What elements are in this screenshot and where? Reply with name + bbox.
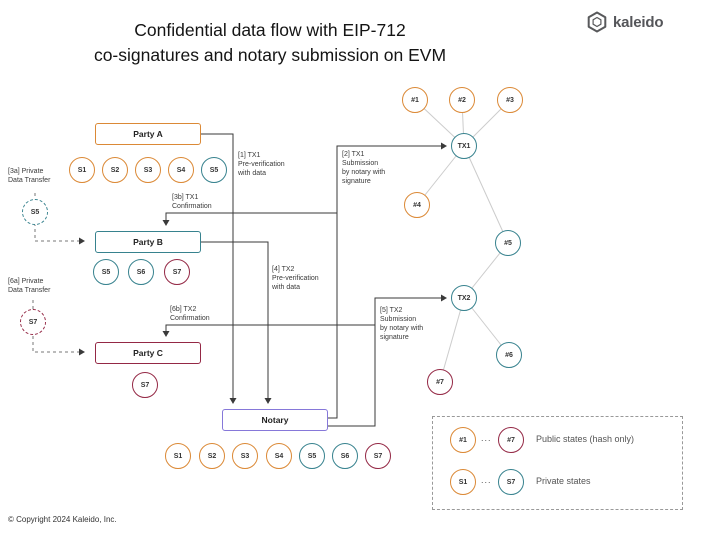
tx1-node: TX1 — [451, 133, 477, 159]
public-state-3: #3 — [497, 87, 523, 113]
party-a-state-s2: S2 — [102, 157, 128, 183]
flow-label-5: [5] TX2 Submission by notary with signat… — [380, 307, 424, 341]
notary-state-s7: S7 — [365, 443, 391, 469]
flow-arrows — [162, 133, 447, 427]
flow-label-1: [1] TX1 Pre-verification with data — [238, 152, 285, 177]
party-a-state-s1: S1 — [69, 157, 95, 183]
party-b-box: Party B — [95, 231, 201, 253]
notary-state-s4: S4 — [266, 443, 292, 469]
legend-public-label: Public states (hash only) — [536, 434, 635, 444]
notary-state-s3: S3 — [232, 443, 258, 469]
private-transfer-arrows — [32, 193, 85, 356]
legend-public-dots: ... — [481, 433, 492, 443]
transfer-label-3a: [3a] Private Data Transfer — [8, 168, 51, 184]
legend-private-dots: ... — [481, 475, 492, 485]
public-state-2: #2 — [449, 87, 475, 113]
party-c-label: Party C — [133, 348, 163, 358]
notary-label: Notary — [261, 415, 289, 425]
notary-state-s6: S6 — [332, 443, 358, 469]
public-state-7: #7 — [427, 369, 453, 395]
kaleido-wordmark: kaleido — [613, 13, 664, 31]
party-a-label: Party A — [133, 129, 163, 139]
notary-state-s5: S5 — [299, 443, 325, 469]
legend-private-last-circle: S7 — [498, 469, 524, 495]
legend-public-first-circle: #1 — [450, 427, 476, 453]
transfer-state-s5: S5 — [22, 199, 48, 225]
legend-public-last-circle: #7 — [498, 427, 524, 453]
party-b-label: Party B — [133, 237, 163, 247]
transfer-state-s7: S7 — [20, 309, 46, 335]
notary-box: Notary — [222, 409, 328, 431]
public-state-6: #6 — [496, 342, 522, 368]
tx2-node: TX2 — [451, 285, 477, 311]
notary-state-s2: S2 — [199, 443, 225, 469]
transfer-label-6a: [6a] Private Data Transfer — [8, 278, 51, 294]
legend-private-row: S1 ... S7 Private states — [433, 469, 682, 495]
legend-private-label: Private states — [536, 476, 591, 486]
legend-public-row: #1 ... #7 Public states (hash only) — [433, 427, 682, 453]
page-title: Confidential data flow with EIP-712 co-s… — [40, 18, 500, 69]
flow-label-2: [2] TX1 Submission by notary with signat… — [342, 151, 386, 185]
public-state-5: #5 — [495, 230, 521, 256]
party-a-box: Party A — [95, 123, 201, 145]
party-a-state-s5: S5 — [201, 157, 227, 183]
notary-state-s1: S1 — [165, 443, 191, 469]
copyright-text: © Copyright 2024 Kaleido, Inc. — [8, 515, 117, 524]
legend-private-first-circle: S1 — [450, 469, 476, 495]
party-b-state-s6: S6 — [128, 259, 154, 285]
flow-label-6b: [6b] TX2 Confirmation — [170, 306, 210, 322]
party-c-state-s7: S7 — [132, 372, 158, 398]
public-state-4: #4 — [404, 192, 430, 218]
page-title-line2: co-signatures and notary submission on E… — [93, 45, 447, 66]
party-b-state-s7: S7 — [164, 259, 190, 285]
public-state-1: #1 — [402, 87, 428, 113]
party-a-state-s3: S3 — [135, 157, 161, 183]
kaleido-logo-icon — [587, 11, 607, 33]
flow-label-3b: [3b] TX1 Confirmation — [172, 194, 212, 210]
legend-box: #1 ... #7 Public states (hash only) S1 .… — [432, 416, 683, 510]
flow-label-4: [4] TX2 Pre-verification with data — [272, 266, 319, 291]
party-c-box: Party C — [95, 342, 201, 364]
party-b-state-s5: S5 — [93, 259, 119, 285]
page-title-line1: Confidential data flow with EIP-712 — [134, 20, 406, 40]
kaleido-logo: kaleido — [586, 11, 663, 33]
party-a-state-s4: S4 — [168, 157, 194, 183]
